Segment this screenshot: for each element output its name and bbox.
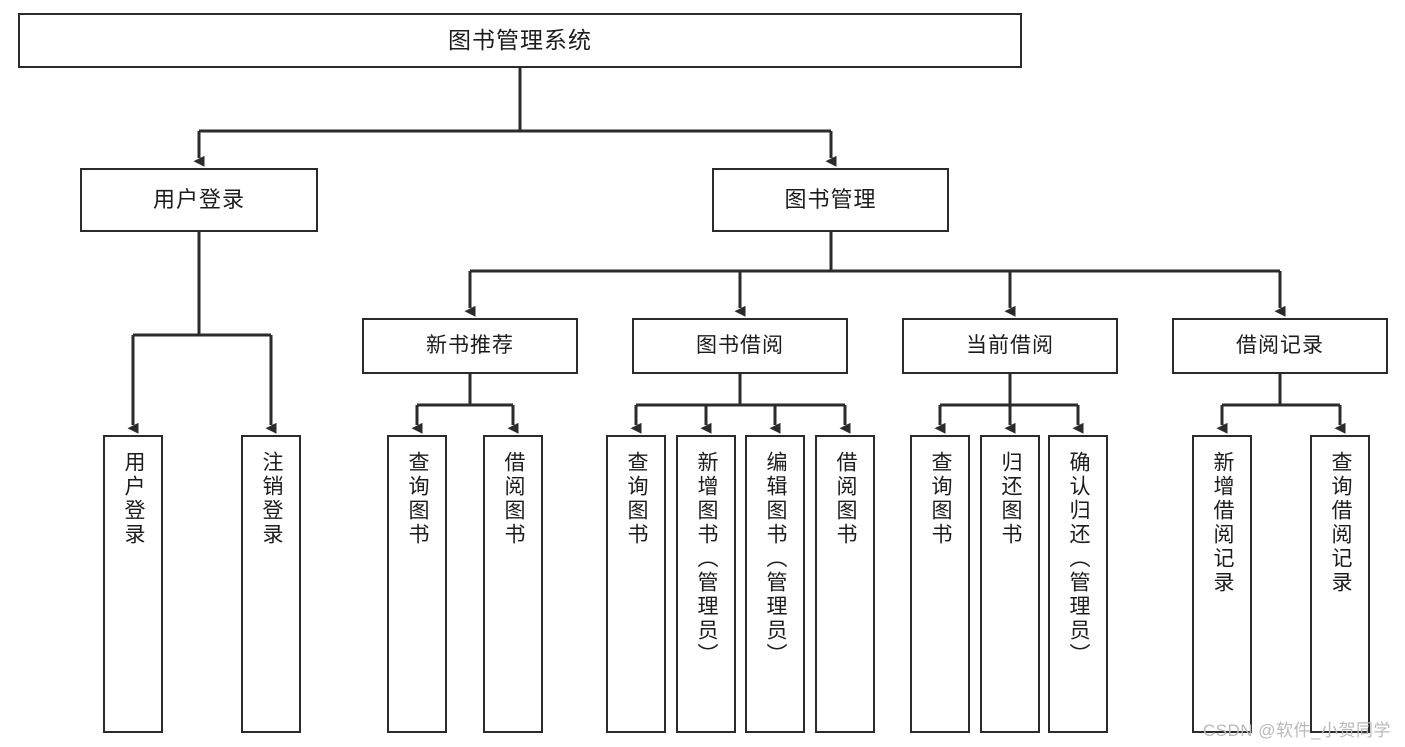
leaf-new-book-query-book[interactable]: 查询图书 bbox=[387, 435, 447, 733]
leaf-current-borrow-confirm-return[interactable]: 确认归还（管理员） bbox=[1048, 435, 1108, 733]
watermark-text: CSDN @软件_小贺同学 bbox=[1202, 721, 1391, 740]
leaf-current-borrow-query-book[interactable]: 查询图书 bbox=[910, 435, 970, 733]
leaf-book-borrow-add-book[interactable]: 新增图书（管理员） bbox=[676, 435, 736, 733]
node-label: 查询图书 bbox=[406, 451, 430, 547]
leaf-current-borrow-return-book[interactable]: 归还图书 bbox=[980, 435, 1040, 733]
node-label: 图书管理 bbox=[784, 186, 877, 212]
node-label: 借阅记录 bbox=[1236, 334, 1324, 358]
leaf-book-borrow-borrow-book[interactable]: 借阅图书 bbox=[815, 435, 875, 733]
node-new-book-recommend[interactable]: 新书推荐 bbox=[362, 318, 578, 374]
node-label: 确认归还（管理员） bbox=[1067, 451, 1091, 667]
node-user-login[interactable]: 用户登录 bbox=[80, 168, 318, 232]
node-label: 图书管理系统 bbox=[448, 26, 592, 53]
node-label: 借阅图书 bbox=[502, 451, 526, 547]
node-label: 用户登录 bbox=[152, 186, 245, 212]
node-book-management[interactable]: 图书管理 bbox=[712, 168, 949, 232]
node-label: 新增借阅记录 bbox=[1211, 451, 1235, 595]
node-label: 借阅图书 bbox=[834, 451, 858, 547]
leaf-book-borrow-query-book[interactable]: 查询图书 bbox=[606, 435, 666, 733]
node-label: 图书借阅 bbox=[696, 334, 784, 358]
leaf-book-borrow-edit-book[interactable]: 编辑图书（管理员） bbox=[745, 435, 805, 733]
node-current-borrow[interactable]: 当前借阅 bbox=[902, 318, 1118, 374]
node-label: 查询图书 bbox=[625, 451, 649, 547]
leaf-borrow-record-add-record[interactable]: 新增借阅记录 bbox=[1192, 435, 1252, 733]
node-label: 新书推荐 bbox=[426, 334, 514, 358]
leaf-new-book-borrow-book[interactable]: 借阅图书 bbox=[483, 435, 543, 733]
node-label: 编辑图书（管理员） bbox=[764, 451, 788, 667]
node-label: 新增图书（管理员） bbox=[695, 451, 719, 667]
node-label: 用户登录 bbox=[122, 451, 146, 547]
node-label: 查询图书 bbox=[929, 451, 953, 547]
node-label: 归还图书 bbox=[999, 451, 1023, 547]
node-borrow-record[interactable]: 借阅记录 bbox=[1172, 318, 1388, 374]
node-label: 当前借阅 bbox=[966, 334, 1054, 358]
leaf-borrow-record-query-record[interactable]: 查询借阅记录 bbox=[1310, 435, 1370, 733]
leaf-user-login-logout[interactable]: 注销登录 bbox=[241, 435, 301, 733]
node-book-management-system[interactable]: 图书管理系统 bbox=[18, 13, 1022, 68]
leaf-user-login-login[interactable]: 用户登录 bbox=[103, 435, 163, 733]
node-label: 查询借阅记录 bbox=[1329, 451, 1353, 595]
node-label: 注销登录 bbox=[260, 451, 284, 547]
node-book-borrow[interactable]: 图书借阅 bbox=[632, 318, 848, 374]
